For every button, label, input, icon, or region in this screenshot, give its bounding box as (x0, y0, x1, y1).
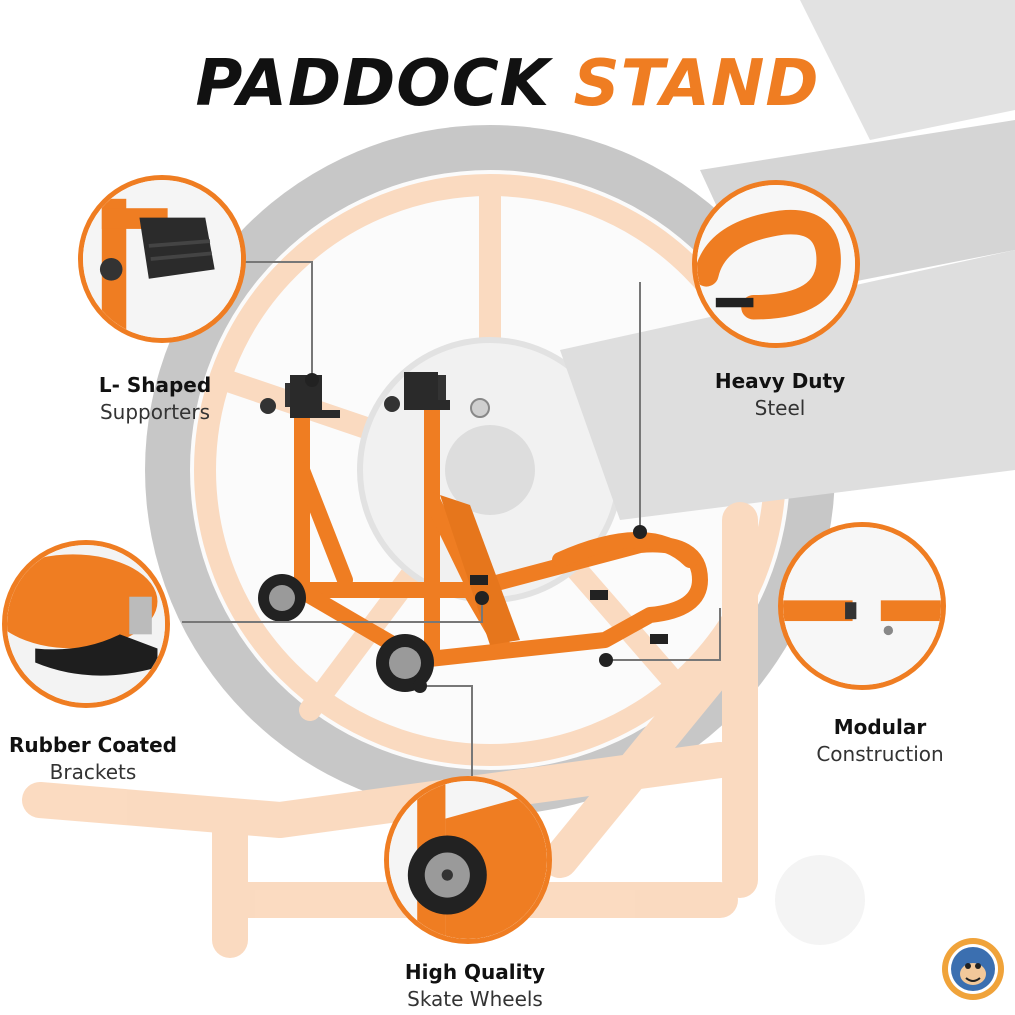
callout-subtext: Brackets (49, 760, 137, 784)
callout-heading: Modular (833, 715, 927, 739)
callout-subtext: Supporters (99, 400, 210, 424)
callout-heading: L- Shaped (98, 373, 212, 397)
detail-bubble-l-shaped (78, 175, 246, 343)
detail-bubble-skate-wheels (384, 776, 552, 944)
detail-bubble-rubber-coated (2, 540, 170, 708)
page-title: PADDOCK STAND (0, 52, 1015, 116)
callout-heading: High Quality (404, 960, 546, 984)
detail-bubble-modular (778, 522, 946, 690)
title-word-stand: STAND (573, 47, 820, 121)
callout-subtext: Construction (816, 742, 944, 766)
mascot-badge-icon (942, 938, 1004, 1000)
callout-heading: Heavy Duty (714, 369, 846, 393)
callout-modular: Modular Construction (790, 714, 970, 768)
callout-heading: Rubber Coated (8, 733, 178, 757)
callout-heavy-duty: Heavy Duty Steel (690, 368, 870, 422)
callout-skate-wheels: High Quality Skate Wheels (370, 959, 580, 1013)
callout-rubber-coated: Rubber Coated Brackets (0, 732, 186, 786)
callout-subtext: Steel (754, 396, 806, 420)
title-word-paddock: PADDOCK (195, 47, 551, 121)
callout-subtext: Skate Wheels (407, 987, 543, 1011)
detail-bubble-heavy-duty (692, 180, 860, 348)
callout-l-shaped: L- Shaped Supporters (70, 372, 240, 426)
